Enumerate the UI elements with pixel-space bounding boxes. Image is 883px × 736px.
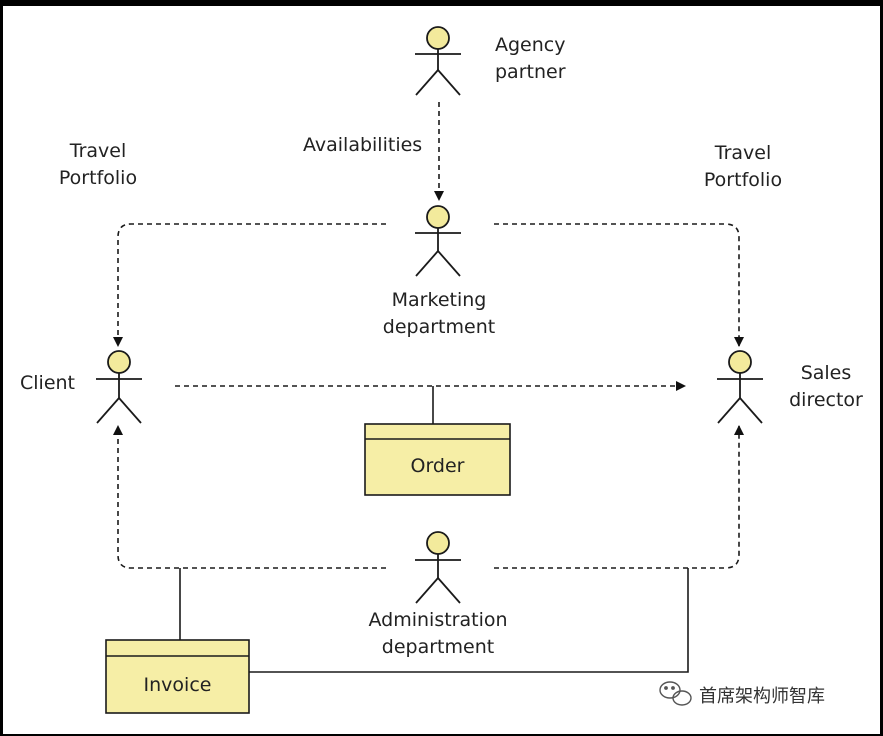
- order-object: [364, 423, 511, 496]
- label-agency-partner: Agency partner: [495, 32, 566, 86]
- actor-sales-icon: [717, 350, 763, 424]
- diagram-canvas: Agency partner Marketing department Clie…: [3, 6, 880, 734]
- actor-marketing-icon: [415, 205, 461, 277]
- flow-admin-to-client: [113, 425, 386, 569]
- label-travel-portfolio-right: Travel Portfolio: [698, 140, 788, 194]
- actor-administration-icon: [415, 531, 461, 604]
- label-availabilities: Availabilities: [303, 132, 422, 159]
- watermark-text: 首席架构师智库: [699, 686, 825, 707]
- flow-admin-to-sales: [494, 425, 744, 569]
- label-client-text: Client: [20, 372, 76, 394]
- label-travel-portfolio-left-line1: Travel: [69, 140, 127, 162]
- label-marketing-line1: Marketing: [391, 289, 487, 311]
- label-travel-portfolio-left: Travel Portfolio: [53, 138, 143, 192]
- flow-travel-portfolio-right: [494, 223, 744, 347]
- label-client: Client: [20, 370, 75, 397]
- label-travel-portfolio-right-line1: Travel: [714, 142, 772, 164]
- label-administration: Administration department: [363, 607, 513, 661]
- label-availabilities-text: Availabilities: [303, 134, 423, 156]
- diagram-svg: [96, 26, 763, 714]
- label-agency-partner-line2: partner: [495, 61, 566, 83]
- label-administration-line2: department: [381, 636, 495, 658]
- label-travel-portfolio-left-line2: Portfolio: [58, 167, 138, 189]
- actor-client-icon: [96, 350, 142, 424]
- invoice-object: [105, 639, 250, 714]
- actor-agency-partner-icon: [415, 26, 461, 96]
- order-label: Order: [410, 455, 465, 477]
- label-marketing: Marketing department: [379, 287, 499, 341]
- invoice-sales-association: [249, 568, 689, 673]
- label-sales-line1: Sales: [800, 362, 852, 384]
- flow-travel-portfolio-left: [113, 223, 386, 347]
- wechat-icon: [659, 681, 692, 706]
- label-sales-line2: director: [789, 389, 863, 411]
- label-sales-director: Sales director: [785, 360, 867, 414]
- label-travel-portfolio-right-line2: Portfolio: [703, 169, 783, 191]
- label-agency-partner-line1: Agency: [495, 34, 566, 56]
- label-administration-line1: Administration: [368, 609, 508, 631]
- label-marketing-line2: department: [382, 316, 496, 338]
- invoice-label: Invoice: [143, 674, 212, 696]
